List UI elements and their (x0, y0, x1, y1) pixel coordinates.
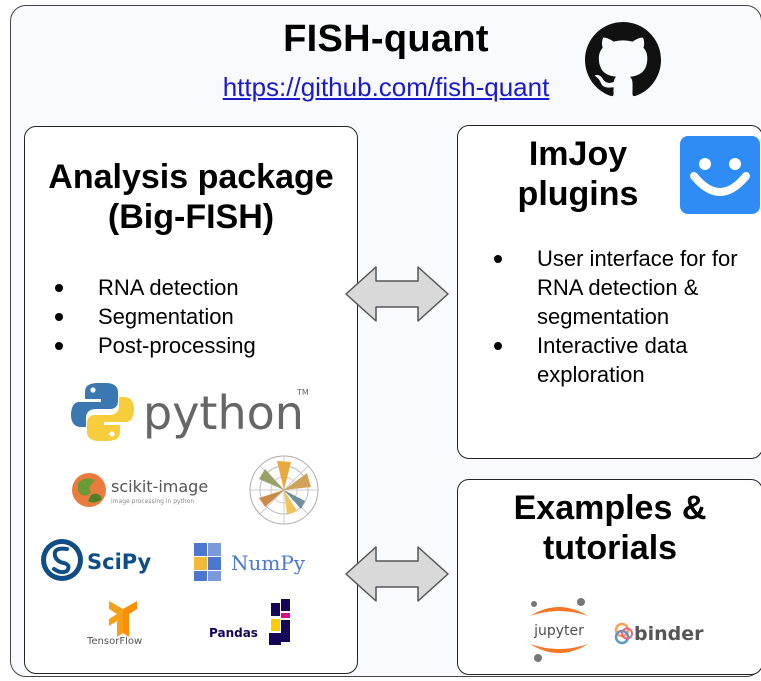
analysis-feature-list: RNA detection Segmentation Post-processi… (53, 273, 256, 360)
examples-title-line2: tutorials (542, 529, 678, 567)
analysis-title-line1: Analysis package (48, 158, 334, 196)
examples-title-line1: Examples & (513, 489, 707, 527)
analysis-package-title: Analysis package (Big-FISH) (25, 157, 357, 237)
python-snake-icon (71, 383, 134, 441)
imjoy-title: ImJoy plugins (468, 134, 688, 214)
binder-logo-text: binder (634, 623, 704, 645)
python-logo: python TM (71, 383, 309, 441)
analysis-package-box: Analysis package (Big-FISH) RNA detectio… (24, 126, 358, 674)
jupyter-logo: jupyter (530, 598, 588, 662)
list-item: Post-processing (53, 331, 256, 360)
imjoy-feature-list: User interface for for RNA detection & s… (492, 244, 761, 389)
python-logo-text: python (143, 386, 304, 440)
list-item: Segmentation (53, 302, 256, 331)
matplotlib-polar-icon (249, 455, 319, 525)
numpy-logo: NumPy (194, 543, 306, 581)
scikit-image-tagline: image processing in python (111, 498, 194, 505)
bidirectional-arrow-bottom (345, 546, 449, 602)
examples-tutorials-box: Examples & tutorials jupyter binder (457, 479, 761, 675)
scikit-image-logo: scikit-image image processing in python (72, 473, 208, 507)
list-item: Interactive data exploration (492, 331, 761, 389)
examples-title: Examples & tutorials (458, 488, 761, 568)
bidirectional-arrow-top (345, 266, 449, 322)
imjoy-smiley-icon (680, 136, 760, 214)
list-item: RNA detection (53, 273, 256, 302)
python-trademark: TM (296, 388, 309, 397)
numpy-logo-text: NumPy (231, 551, 306, 575)
jupyter-logo-text: jupyter (533, 623, 584, 639)
imjoy-title-line1: ImJoy (528, 135, 628, 173)
pandas-logo: Pandas (209, 599, 290, 645)
list-item: User interface for for RNA detection & s… (492, 244, 761, 331)
github-icon[interactable] (585, 22, 661, 98)
imjoy-title-line2: plugins (517, 175, 639, 213)
tensorflow-logo-text: TensorFlow (87, 636, 142, 647)
imjoy-plugins-box: ImJoy plugins User interface for for RNA… (457, 125, 761, 459)
page-title: FISH-quant (283, 18, 489, 60)
binder-logo: binder (614, 622, 704, 645)
scipy-logo: SciPy (41, 539, 152, 581)
analysis-title-line2: (Big-FISH) (107, 198, 275, 236)
github-link[interactable]: https://github.com/fish-quant (222, 72, 550, 102)
tensorflow-logo: TensorFlow (87, 601, 142, 647)
pandas-logo-text: Pandas (209, 626, 258, 640)
scikit-image-text: scikit-image (111, 477, 208, 496)
scipy-logo-text: SciPy (87, 550, 152, 574)
